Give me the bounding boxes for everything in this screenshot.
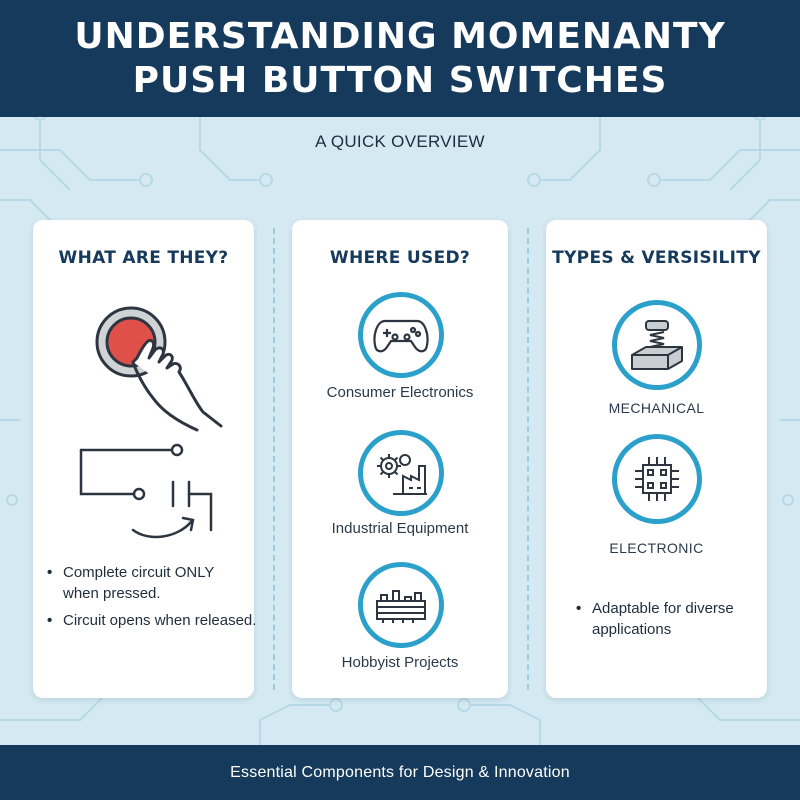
microchip-icon: [635, 457, 679, 501]
dashed-divider-right: [527, 228, 529, 690]
card-what-are-they: WHAT ARE THEY? •Complete circuit ONLY wh…: [33, 220, 256, 698]
microchip-icon-ring: [612, 434, 702, 524]
gear-factory-icon: [377, 454, 427, 495]
bullet-text: Circuit opens when released.: [63, 612, 257, 629]
card-types-versatility: TYPES & VERSISILITY MECHANICAL ELECTRONI…: [546, 220, 767, 698]
item-hobbyist-projects: Hobbyist Projects: [341, 654, 459, 671]
item-mechanical: MECHANICAL: [608, 400, 705, 416]
item-industrial-equipment: Industrial Equipment: [331, 520, 469, 537]
circuit-board-icon-ring: [358, 562, 444, 648]
bullet-complete-circuit: •Complete circuit ONLY when pressed.: [47, 562, 252, 604]
circuit-switch-icon: [79, 443, 213, 539]
item-electronic: ELECTRONIC: [609, 540, 704, 556]
header-banner: UNDERSTANDING MOMENANTY PUSH BUTTON SWIT…: [0, 0, 800, 117]
card-title-types: TYPES & VERSISILITY: [552, 248, 761, 268]
dashed-divider-left: [273, 228, 275, 690]
push-button-hand-icon: [95, 306, 223, 432]
card-title-what-are-they: WHAT ARE THEY?: [58, 248, 229, 268]
footer-banner: Essential Components for Design & Innova…: [0, 745, 800, 800]
bullet-circuit-opens: •Circuit opens when released.: [47, 610, 267, 631]
bullet-text: Complete circuit ONLY when pressed.: [63, 564, 215, 602]
page-title-line-1: UNDERSTANDING MOMENANTY: [74, 15, 726, 57]
circuit-board-icon: [376, 590, 426, 623]
page-title-line-2: PUSH BUTTON SWITCHES: [132, 59, 668, 101]
card-where-used: WHERE USED? Consumer Electronics Industr…: [292, 220, 508, 698]
footer-text: Essential Components for Design & Innova…: [230, 763, 570, 781]
gamepad-icon: [373, 319, 429, 353]
spring-button-icon: [631, 320, 683, 370]
item-consumer-electronics: Consumer Electronics: [326, 384, 474, 401]
gamepad-icon-ring: [358, 292, 444, 378]
bullet-adaptable: •Adaptable for diverse applications: [576, 598, 751, 640]
bullet-text: Adaptable for diverse applications: [592, 600, 734, 638]
page-subtitle: A QUICK OVERVIEW: [315, 132, 485, 151]
card-title-where-used: WHERE USED?: [329, 248, 471, 268]
spring-button-icon-ring: [612, 300, 702, 390]
gear-factory-icon-ring: [358, 430, 444, 516]
